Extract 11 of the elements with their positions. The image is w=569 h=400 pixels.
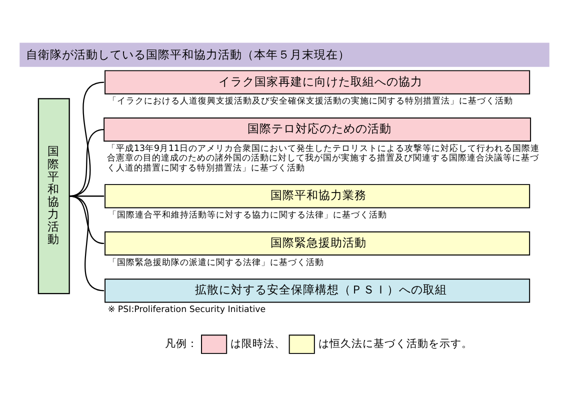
node-label: 「国際連合平和維持活動等に対する協力に関する法律」に基づく活動 <box>108 210 387 221</box>
connector <box>69 196 104 292</box>
node-label: ※ PSI:Proliferation Security Initiative <box>108 305 266 316</box>
node-label: 「平成13年9月11日のアメリカ合衆国において発生したテロリストによる攻撃等に対応して行われる国際連合憲章の目的達成のための諸外国の活動に対して我が国が実施する措置及び関連する国際連合決議等に基づく人道的措置に関する特別措置法」に基づく活動 <box>106 144 540 174</box>
label: 凡例： <box>164 336 198 350</box>
legend-label: は恒久法に基づく活動を示す。 <box>318 336 472 350</box>
legend-label: は限時法、 <box>230 336 286 350</box>
diagram-title: 自衛隊が活動している国際平和協力活動（本年５月末現在） <box>26 47 350 62</box>
node-label: 「国際緊急援助隊の派遣に関する法律」に基づく活動 <box>108 258 324 268</box>
node-label: 「イラクにおける人道復興支援活動及び安全確保支援活動の実施に関する特別措置法」に基づく活動 <box>108 96 513 107</box>
node-box: 国際平和協力活動 <box>38 98 70 294</box>
